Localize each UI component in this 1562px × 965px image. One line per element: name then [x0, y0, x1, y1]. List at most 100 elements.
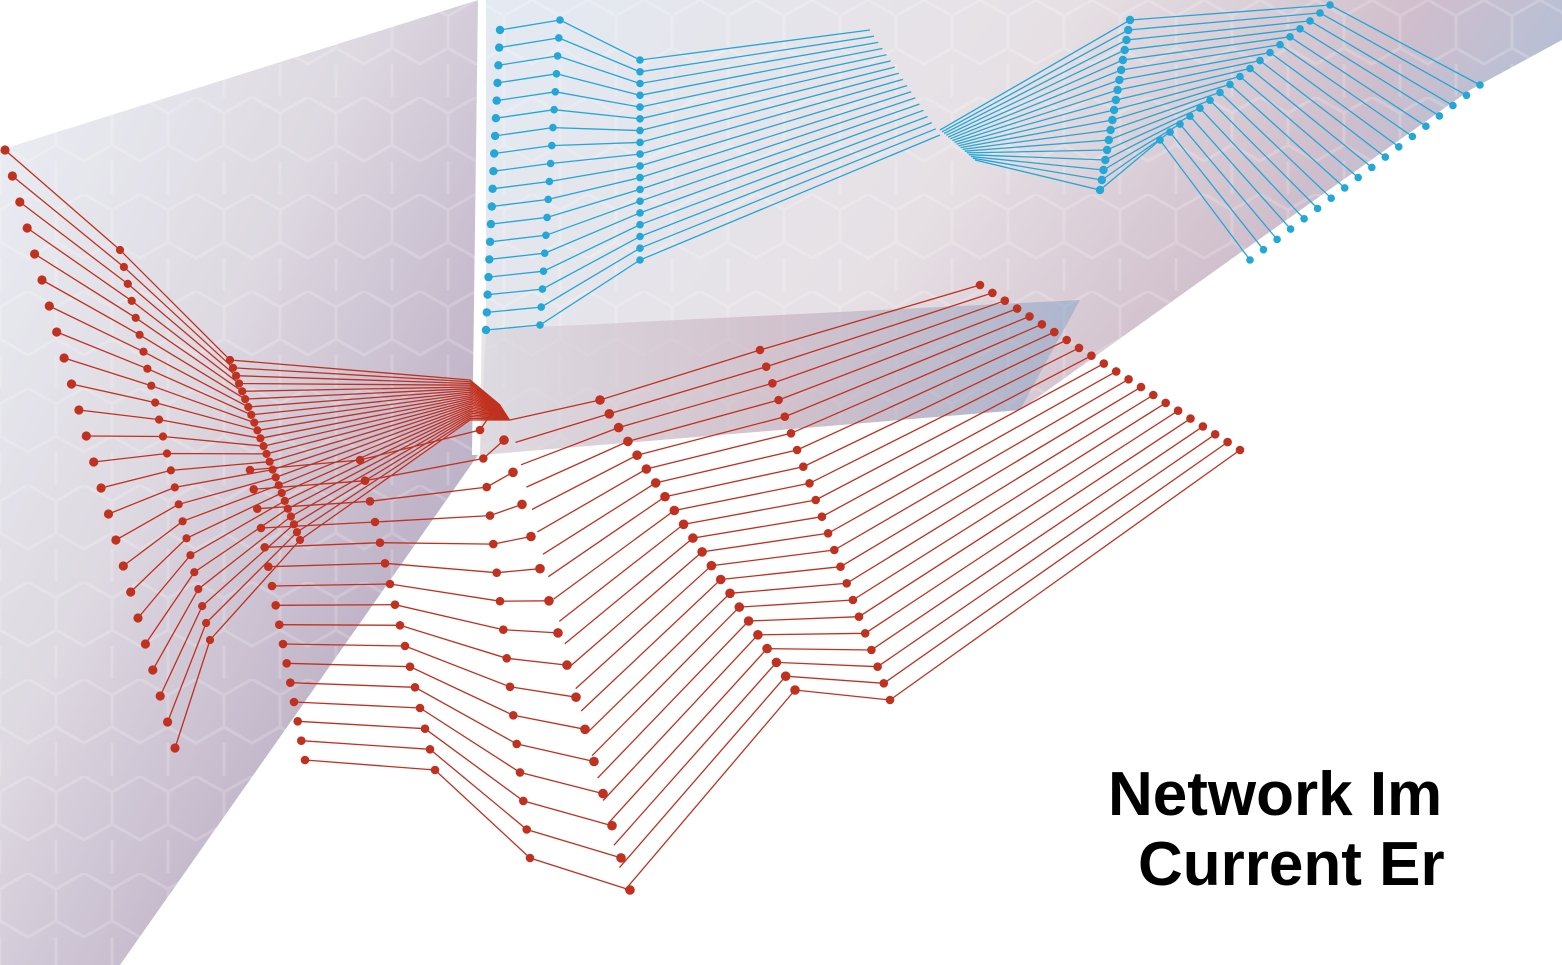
network-node [823, 529, 833, 538]
network-node [1099, 165, 1108, 175]
network-node [706, 560, 717, 571]
network-node [262, 449, 271, 458]
network-line [613, 433, 1216, 846]
network-node [475, 425, 485, 435]
network-node [490, 403, 500, 413]
network-node [1476, 81, 1484, 89]
network-node [252, 504, 262, 513]
network-node [249, 485, 258, 494]
network-node [540, 249, 549, 257]
network-node [115, 245, 125, 255]
network-node [277, 488, 286, 498]
network-node [103, 509, 114, 519]
network-line [264, 535, 532, 548]
network-node [485, 237, 495, 246]
network-node [538, 285, 547, 293]
network-node [1327, 194, 1335, 202]
network-node [493, 78, 502, 88]
network-node [271, 473, 280, 482]
network-node [44, 301, 54, 311]
network-node [715, 574, 726, 585]
network-line [293, 701, 604, 795]
network-node [278, 639, 288, 649]
network-node [1186, 112, 1194, 120]
network-line [297, 720, 613, 827]
network-node [625, 885, 635, 895]
network-node [1340, 184, 1349, 192]
network-node [1216, 88, 1224, 97]
network-node [280, 496, 289, 505]
network-node [29, 249, 40, 259]
network-node [1223, 437, 1232, 447]
network-node [158, 432, 168, 441]
network-line [964, 99, 1319, 209]
network-node [492, 568, 502, 577]
network-node [636, 244, 644, 252]
network-node [256, 434, 265, 443]
network-node [495, 25, 505, 35]
network-node [1300, 215, 1308, 223]
network-node [166, 466, 175, 475]
network-node [544, 596, 554, 606]
network-node [842, 579, 851, 588]
network-node [1111, 367, 1121, 376]
network-node [482, 308, 491, 317]
network-node [282, 659, 292, 668]
network-node [811, 495, 820, 505]
network-line [968, 115, 1292, 230]
network-node [1106, 125, 1115, 135]
network-node [488, 184, 497, 193]
network-node [669, 505, 680, 516]
network-node [295, 535, 305, 545]
network-node [286, 512, 295, 521]
network-node [688, 533, 698, 543]
network-node [155, 691, 165, 701]
network-node [66, 379, 77, 389]
network-node [140, 639, 150, 649]
network-node [636, 68, 644, 76]
network-line [619, 441, 1228, 869]
network-node [502, 654, 512, 663]
network-node [552, 70, 561, 78]
network-node [771, 657, 782, 668]
network-line [260, 503, 523, 529]
network-node [162, 449, 172, 458]
network-node [491, 114, 501, 123]
network-node [1108, 115, 1117, 125]
network-node [650, 478, 661, 488]
network-node [879, 679, 889, 688]
network-line [952, 51, 1400, 148]
network-node [139, 347, 148, 356]
network-node [1422, 122, 1430, 130]
network-node [780, 671, 791, 681]
network-node [228, 363, 238, 372]
network-node [485, 255, 494, 264]
network-node [580, 724, 590, 735]
network-node [743, 616, 754, 626]
network-node [660, 491, 670, 502]
network-line [580, 386, 1142, 712]
network-node [1097, 175, 1107, 185]
network-node [636, 126, 644, 135]
network-node [7, 171, 18, 181]
network-node [1381, 153, 1390, 161]
network-node [725, 588, 735, 599]
network-node [1087, 351, 1096, 361]
network-line [489, 109, 924, 261]
network-node [539, 267, 548, 276]
network-node [641, 464, 652, 474]
network-node [1113, 85, 1122, 95]
network-node [415, 703, 425, 713]
network-node [81, 431, 91, 441]
panel-divider [472, 0, 486, 456]
network-node [636, 115, 644, 123]
network-node [1102, 145, 1112, 155]
network-node [133, 613, 143, 623]
network-node [598, 788, 608, 799]
network-node [1118, 55, 1128, 65]
network-node [365, 497, 375, 506]
network-node [89, 457, 99, 467]
network-node [1316, 9, 1324, 17]
